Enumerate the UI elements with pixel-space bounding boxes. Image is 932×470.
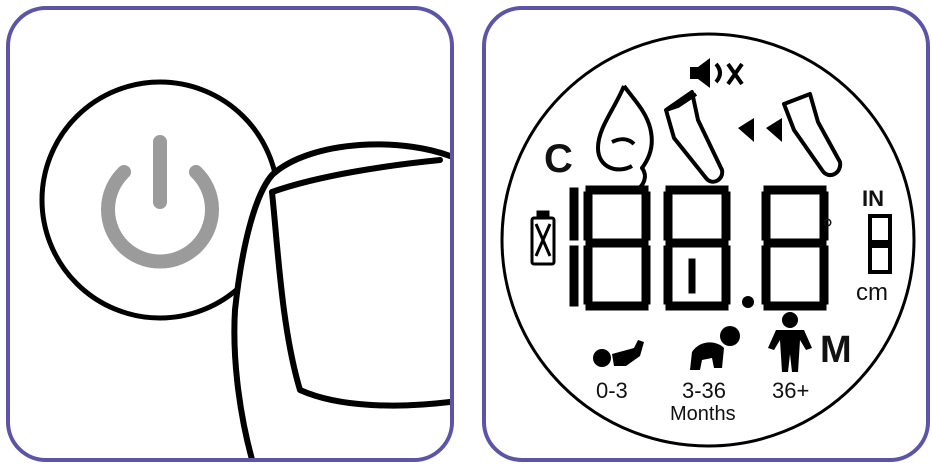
degree-symbol: ° [822, 213, 833, 244]
decimal-point [742, 296, 754, 308]
age-range-3-36: 3-36 [682, 378, 726, 403]
lcd-display-panel: C ° IN cm [482, 6, 930, 462]
memory-label: M [820, 329, 852, 371]
age-range-36-plus: 36+ [772, 378, 809, 403]
power-button-illustration [10, 10, 454, 462]
unit-in-label: IN [862, 186, 884, 211]
age-range-0-3: 0-3 [596, 378, 628, 403]
finger-illustration [234, 144, 454, 462]
unit-cm-label: cm [856, 279, 888, 306]
power-button-panel [6, 6, 454, 462]
lcd-display-illustration: C ° IN cm [486, 10, 930, 462]
celsius-label: C [544, 137, 573, 181]
months-label: Months [670, 403, 736, 425]
